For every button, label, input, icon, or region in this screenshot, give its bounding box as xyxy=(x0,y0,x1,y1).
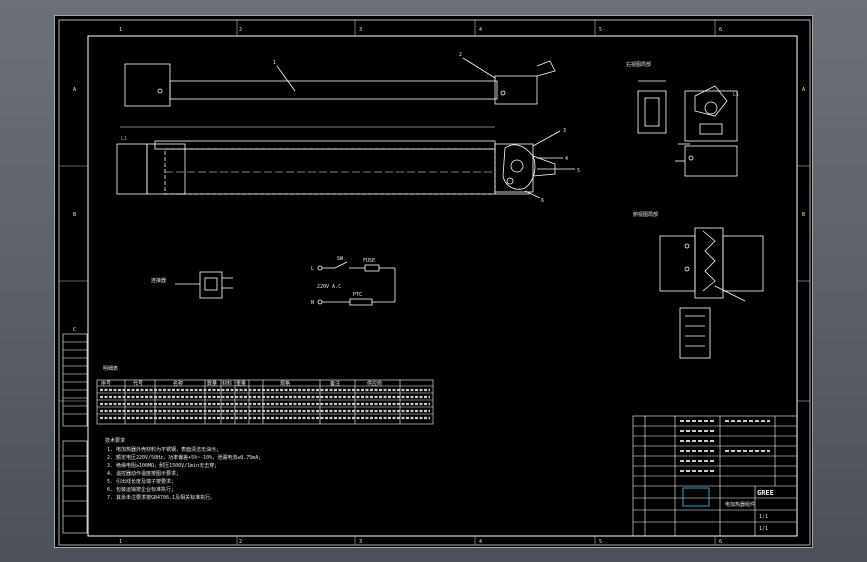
parts-table-title: 明细表 xyxy=(103,365,118,372)
zone-top-6: 6 xyxy=(719,27,722,33)
title-block-highlight xyxy=(682,487,710,507)
connector-detail[interactable] xyxy=(175,271,233,299)
title-block-entries xyxy=(680,420,770,472)
connector-tag: 连接器 xyxy=(151,277,166,284)
revision-column xyxy=(62,333,88,534)
zone-left-a: A xyxy=(73,87,76,93)
parts-header-qty: 数量 xyxy=(207,380,217,387)
zone-bottom-4: 4 xyxy=(479,539,482,545)
company-logo: GREE xyxy=(757,489,774,497)
zone-bottom-5: 5 xyxy=(599,539,602,545)
wiring-ptc: PTC xyxy=(353,292,362,298)
notes-line-6: 6. 包装运输按企业标准执行； xyxy=(107,486,176,493)
notes-line-4: 4. 温控器动作温度按图示要求； xyxy=(107,470,181,477)
top-view[interactable] xyxy=(659,227,764,359)
wiring-fuse: FUSE xyxy=(363,258,375,264)
drawing-sheet-number: 1/1 xyxy=(759,526,768,532)
drawing-sheet[interactable]: 1 2 3 4 5 6 1 2 3 4 5 6 A B C A B xyxy=(54,15,813,548)
zone-top-3: 3 xyxy=(359,27,362,33)
parts-header-remark: 备注 xyxy=(330,380,340,387)
parts-header-no: 序号 xyxy=(101,380,111,387)
drawing-scale: 1:1 xyxy=(759,514,768,520)
side-view-callout: L1 xyxy=(733,92,739,98)
parts-header-supplier: 供应商 xyxy=(367,380,382,387)
parts-header-spec: 规格 xyxy=(280,380,290,387)
wiring-voltage: 220V A.C xyxy=(317,284,341,290)
heater-top-view[interactable] xyxy=(124,57,556,107)
zone-top-4: 4 xyxy=(479,27,482,33)
callout-2: 2 xyxy=(459,52,462,58)
notes-line-3: 3. 绝缘电阻≥100MΩ，耐压1500V/1min无击穿； xyxy=(107,462,219,469)
wiring-node-l: L xyxy=(311,266,314,272)
callout-1: 1 xyxy=(273,60,276,66)
drawing-name: 电加热器组件 xyxy=(725,501,755,508)
dim-label: L1 xyxy=(121,136,127,142)
parts-header-material: 材料 xyxy=(222,380,232,387)
notes-line-7: 7. 其余未注要求按GB4706.1及相关标准执行。 xyxy=(107,494,215,501)
zone-bottom-2: 2 xyxy=(239,539,242,545)
zone-bottom-6: 6 xyxy=(719,539,722,545)
top-view-heading: 俯视图局部 xyxy=(633,211,658,218)
zone-top-5: 5 xyxy=(599,27,602,33)
parts-header-name: 名称 xyxy=(173,380,183,387)
zone-top-2: 2 xyxy=(239,27,242,33)
notes-line-1: 1. 电加热器外壳材料为不锈钢，表面清洁无油污； xyxy=(107,446,221,453)
zone-right-b: B xyxy=(802,212,805,218)
zone-top-1: 1 xyxy=(119,27,122,33)
callout-3: 3 xyxy=(563,128,566,134)
callout-6: 6 xyxy=(541,198,544,204)
heater-front-view[interactable] xyxy=(116,126,575,199)
notes-title: 技术要求 xyxy=(105,437,125,444)
wiring-node-n: N xyxy=(311,300,314,306)
parts-header-weight: 重量 xyxy=(236,380,246,387)
notes-line-2: 2. 额定电压220V/50Hz，功率偏差+5%~-10%，泄漏电流≤0.75m… xyxy=(107,454,263,461)
title-block xyxy=(632,415,798,537)
zone-left-c: C xyxy=(73,327,76,333)
zone-bottom-3: 3 xyxy=(359,539,362,545)
callout-5: 5 xyxy=(577,168,580,174)
side-view-heading: 右视图局部 xyxy=(626,61,651,68)
wiring-switch: SW xyxy=(337,256,344,262)
callout-4: 4 xyxy=(565,156,568,162)
zone-left-b: B xyxy=(73,212,76,218)
parts-header-code: 代号 xyxy=(133,380,143,387)
side-view[interactable] xyxy=(637,80,738,177)
wiring-schematic[interactable] xyxy=(317,261,396,306)
parts-table xyxy=(96,379,434,425)
zone-bottom-1: 1 xyxy=(119,539,122,545)
notes-line-5: 5. 引出线长度及端子按要求； xyxy=(107,478,176,485)
drawing-canvas: 1 2 3 4 5 6 1 2 3 4 5 6 A B C A B xyxy=(58,19,811,546)
zone-right-a: A xyxy=(802,87,805,93)
parts-table-rows xyxy=(100,388,430,420)
